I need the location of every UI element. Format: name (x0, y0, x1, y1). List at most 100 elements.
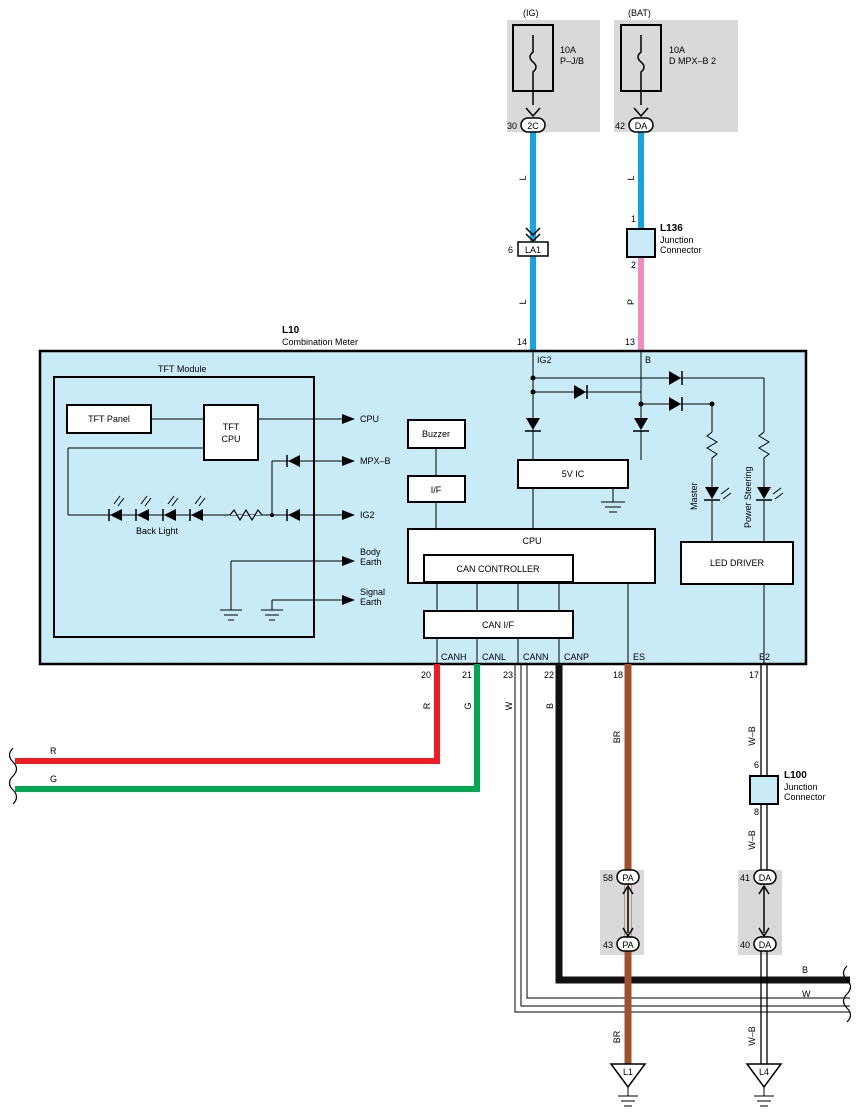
fuse-bat-name: D MPX–B 2 (669, 56, 716, 66)
wire-e2 (760, 664, 768, 1064)
tft-module (53, 376, 315, 638)
led-driver-label: LED DRIVER (710, 558, 765, 568)
can-if-links (436, 582, 765, 664)
backlight-leds (108, 495, 206, 521)
pin-canp: 22 (544, 670, 554, 680)
tft-panel-label: TFT Panel (88, 414, 130, 424)
connector-pa-top-label: PA (622, 873, 633, 883)
break-left (8, 747, 18, 805)
led-master-icon (705, 487, 719, 499)
ground-l1-earth (618, 1087, 638, 1107)
wire-label-e2-lower: W–B (747, 830, 757, 850)
wire-canp (555, 664, 850, 984)
pin-ig2: 14 (517, 337, 527, 347)
resistor-ps (758, 431, 770, 487)
ic-5v-label: 5V IC (562, 469, 585, 479)
connector-da-mid (753, 869, 777, 885)
wire-label-e2-bottom: W–B (747, 1026, 757, 1046)
signal-earth-label-1: Signal (360, 587, 385, 597)
diode-cross (574, 385, 586, 399)
led-driver (680, 541, 794, 585)
signal-earth-label-2: Earth (360, 597, 382, 607)
meter-id: L10 (282, 325, 300, 336)
body-earth-label-1: Body (360, 547, 381, 557)
term-cann: CANN (523, 652, 549, 662)
ground-l1-icon (609, 1063, 647, 1089)
junction-l136 (626, 228, 656, 258)
ground-l4-label: L4 (759, 1067, 769, 1077)
connector-da-bottom (753, 936, 777, 952)
l100-desc1: Junction (784, 782, 818, 792)
fuse-ig-rating: 10A (560, 45, 576, 55)
tft-cpu (203, 404, 259, 461)
can-if (423, 610, 574, 639)
wire-label-bat-lower: P (626, 299, 636, 305)
fuse-bat-area (614, 20, 738, 132)
wire-label-ig-lower: L (518, 299, 528, 304)
master-label: Master (689, 482, 699, 510)
ground-l4-earth (754, 1087, 774, 1107)
buzzer-label: Buzzer (422, 429, 450, 439)
da-pin-top: 41 (740, 873, 750, 883)
pa-pin-bottom: 43 (603, 940, 613, 950)
fuse-ig-name: P–J/B (560, 56, 584, 66)
wire-label-right-b: B (802, 965, 808, 975)
wire-canl (15, 664, 480, 792)
pa-link (622, 884, 634, 938)
connector-pa-bottom-label: PA (622, 940, 633, 950)
tft-cpu-label-2: CPU (221, 434, 240, 444)
connector-da-bottom-label: DA (759, 940, 772, 950)
cpu-label: CPU (522, 536, 541, 546)
arrow-cpu (342, 414, 355, 424)
ground-5v-icon (601, 501, 625, 513)
wire-canh (15, 664, 440, 764)
pin-b: 13 (625, 337, 635, 347)
break-right (842, 965, 852, 1023)
wire-label-br-lower: BR (612, 1030, 622, 1043)
wire-label-e2-upper: W–B (747, 726, 757, 746)
l136-desc2: Connector (660, 245, 702, 255)
can-controller-label: CAN CONTROLLER (456, 564, 540, 574)
wire-label-right-w: W (802, 989, 811, 999)
connector-da-top-label: DA (635, 121, 648, 131)
led-ps-icon (757, 487, 771, 499)
wire-w-right-line (526, 664, 850, 999)
diode-ps (669, 371, 681, 385)
pin-canl: 21 (462, 670, 472, 680)
resistor-backlight (229, 508, 263, 522)
arrow-signal-earth (342, 595, 355, 605)
connector-2c-label: 2C (527, 121, 539, 131)
fuse-bat-chevron (633, 107, 649, 118)
l100-pin-top: 6 (754, 760, 759, 770)
la1-chevron-2 (525, 233, 541, 243)
pa-pin-top: 58 (603, 873, 613, 883)
arrow-ig2-label: IG2 (360, 510, 375, 520)
diode-ig2 (288, 509, 300, 521)
term-canp: CANP (564, 652, 589, 662)
l136-id: L136 (660, 223, 683, 234)
la1-chevron-1 (525, 227, 541, 237)
ground-signal-icon (261, 609, 283, 621)
led-ps-rays (772, 487, 784, 500)
term-es: ES (633, 652, 645, 662)
l136-pin-bottom: 2 (631, 260, 636, 270)
meter-name: Combination Meter (282, 337, 358, 347)
wire-label-canp: B (545, 703, 555, 709)
l100-desc2: Connector (784, 792, 826, 802)
ground-l1-label: L1 (623, 1067, 633, 1077)
connector-la1 (517, 241, 549, 257)
connector-2c (520, 117, 546, 133)
led-master-rays (720, 487, 732, 500)
wire-label-left-r: R (50, 746, 57, 756)
if-label: I/F (431, 485, 442, 495)
fuse-bat-rating: 10A (669, 45, 685, 55)
wire-label-es: BR (612, 730, 622, 743)
term-e2: E2 (759, 652, 770, 662)
wire-label-bat-upper: L (626, 175, 636, 180)
ground-l4-icon (745, 1063, 783, 1089)
tft-cpu-label-1: TFT (223, 422, 240, 432)
power-steering-label: Power Steering (743, 466, 753, 528)
pin-e2: 17 (749, 670, 759, 680)
term-ig2: IG2 (537, 355, 552, 365)
